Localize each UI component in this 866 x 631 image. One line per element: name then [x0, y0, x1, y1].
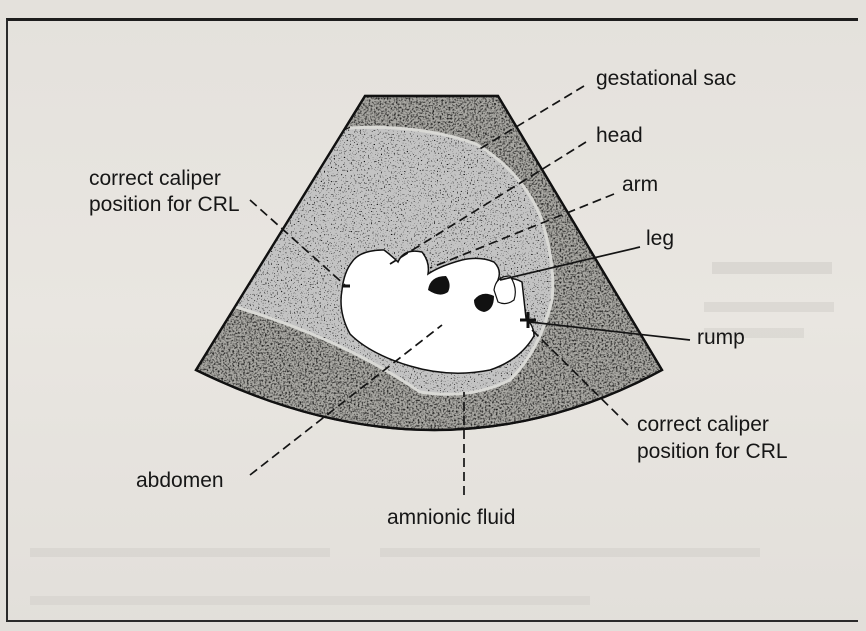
label-abdomen: abdomen — [136, 469, 224, 492]
label-caliper-right-line2: position for CRL — [637, 440, 788, 463]
label-leg: leg — [646, 227, 674, 250]
label-caliper-left-line1: correct caliper — [89, 167, 221, 190]
ultrasound-sector — [196, 96, 662, 430]
label-caliper-right-line1: correct caliper — [637, 413, 769, 436]
label-rump: rump — [697, 326, 745, 349]
label-head: head — [596, 124, 643, 147]
label-arm: arm — [622, 173, 658, 196]
label-amnionic-fluid: amnionic fluid — [387, 506, 515, 529]
label-gestational-sac: gestational sac — [596, 67, 736, 90]
label-caliper-left-line2: position for CRL — [89, 193, 240, 216]
